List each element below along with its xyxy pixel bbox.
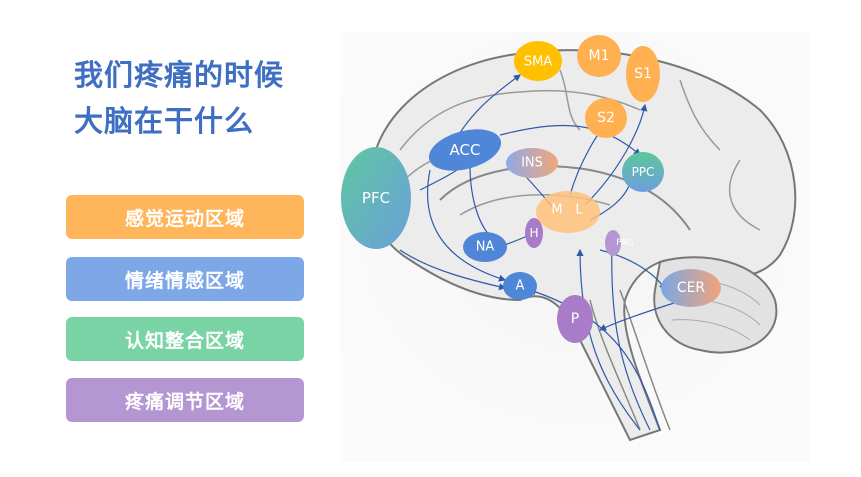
region-m1: M1 [577, 35, 621, 77]
region-pag: PAG [605, 230, 634, 256]
svg-text:ACC: ACC [450, 141, 481, 159]
region-pfc: PFC [341, 147, 411, 249]
svg-text:NA: NA [476, 240, 495, 255]
region-s1: S1 [626, 46, 660, 102]
svg-text:A: A [516, 279, 525, 294]
legend-pain-modulation: 疼痛调节区域 [66, 378, 304, 422]
svg-text:CER: CER [677, 280, 706, 296]
svg-text:P: P [571, 311, 579, 327]
region-p: P [557, 295, 593, 343]
page-title-line1: 我们疼痛的时候 [74, 58, 285, 92]
legend-sensorimotor: 感觉运动区域 [66, 195, 304, 239]
region-na: NA [463, 232, 507, 262]
svg-text:INS: INS [521, 156, 543, 171]
svg-text:PAG: PAG [616, 238, 634, 248]
svg-text:PFC: PFC [362, 189, 390, 207]
region-thalamus: M L [536, 191, 600, 233]
brain-diagram: SMA M1 S1 S2 ACC INS PPC PFC M L H NA [340, 32, 810, 462]
svg-text:S1: S1 [634, 66, 652, 82]
region-a: A [503, 272, 537, 300]
region-cer: CER [661, 269, 721, 307]
region-ppc: PPC [622, 152, 664, 192]
page-title-line2: 大脑在干什么 [74, 104, 255, 138]
svg-text:S2: S2 [597, 110, 615, 126]
region-s2: S2 [585, 98, 627, 138]
region-h: H [525, 218, 543, 248]
svg-text:SMA: SMA [524, 55, 552, 70]
region-acc: ACC [428, 129, 502, 171]
svg-text:M1: M1 [589, 48, 610, 64]
svg-text:PPC: PPC [632, 165, 655, 179]
svg-text:H: H [529, 226, 538, 240]
region-sma: SMA [514, 41, 562, 81]
legend-emotional: 情绪情感区域 [66, 257, 304, 301]
svg-text:M: M [551, 203, 562, 218]
legend-cognitive: 认知整合区域 [66, 317, 304, 361]
region-ins: INS [506, 148, 558, 178]
svg-text:L: L [575, 203, 583, 218]
